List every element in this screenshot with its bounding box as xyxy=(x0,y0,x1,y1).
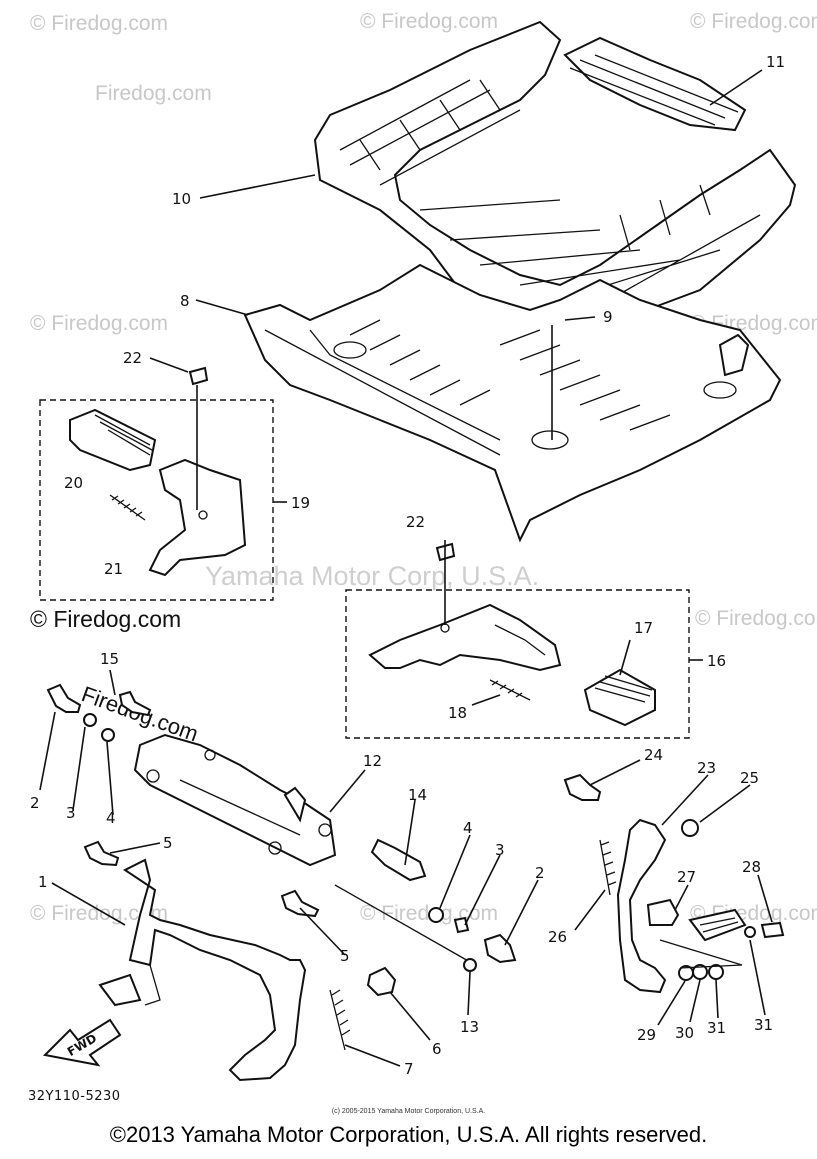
watermark-dark: © Firedog.com xyxy=(30,606,181,632)
watermark: © Firedog.com xyxy=(690,10,817,33)
fasteners-left xyxy=(46,683,152,867)
callout-22a: 22 xyxy=(123,349,142,367)
callout-2b: 2 xyxy=(535,864,545,882)
callout-1: 1 xyxy=(38,873,48,891)
callout-7: 7 xyxy=(404,1060,414,1078)
callout-5b: 5 xyxy=(340,947,350,965)
callout-23: 23 xyxy=(697,759,716,777)
callout-10: 10 xyxy=(172,190,191,208)
watermark: Firedog.com xyxy=(95,82,212,105)
watermark-center: Yamaha Motor Corp, U.S.A. xyxy=(205,561,539,591)
callout-13: 13 xyxy=(460,1018,479,1036)
watermark: © Firedog.com xyxy=(360,10,498,33)
watermark: © Firedog.com xyxy=(30,312,168,335)
copyright-footer: ©2013 Yamaha Motor Corporation, U.S.A. A… xyxy=(109,1122,708,1147)
callout-31a: 31 xyxy=(707,1019,726,1037)
main-stand xyxy=(98,858,307,1082)
callout-8: 8 xyxy=(180,292,190,310)
callout-19: 19 xyxy=(291,494,310,512)
watermark: © Firedog.com xyxy=(695,607,817,630)
callout-31b: 31 xyxy=(754,1016,773,1034)
callout-30: 30 xyxy=(675,1024,694,1042)
callout-27: 27 xyxy=(677,868,696,886)
leader-lines xyxy=(39,69,773,1067)
callout-2a: 2 xyxy=(30,794,40,812)
callout-22b: 22 xyxy=(406,513,425,531)
callout-28: 28 xyxy=(742,858,761,876)
callout-14: 14 xyxy=(408,786,427,804)
callout-25: 25 xyxy=(740,769,759,787)
floor-mat xyxy=(313,20,797,327)
floor-mat-insert xyxy=(563,36,747,132)
watermark: © Firedog.com xyxy=(30,12,168,35)
callout-9: 9 xyxy=(603,308,613,326)
callout-11: 11 xyxy=(766,53,785,71)
callout-26: 26 xyxy=(548,928,567,946)
callout-20: 20 xyxy=(64,474,83,492)
diagram-code: 32Y110-5230 xyxy=(28,1089,121,1104)
watermark: © Firedog.com xyxy=(30,902,168,925)
callout-3b: 3 xyxy=(495,841,505,859)
callout-5a: 5 xyxy=(163,834,173,852)
spring-and-bushing xyxy=(280,889,397,1051)
callout-21: 21 xyxy=(104,560,123,578)
callout-18: 18 xyxy=(448,704,467,722)
callout-24: 24 xyxy=(644,746,663,764)
callout-29: 29 xyxy=(637,1026,656,1044)
callout-15: 15 xyxy=(100,650,119,668)
main-stand-bracket xyxy=(133,733,337,867)
callout-6: 6 xyxy=(432,1040,442,1058)
callout-17: 17 xyxy=(634,619,653,637)
footrest-board xyxy=(243,263,782,543)
fwd-arrow: FWD xyxy=(42,1018,122,1067)
callout-4b: 4 xyxy=(463,819,473,837)
fasteners-right xyxy=(334,838,517,972)
callout-16: 16 xyxy=(707,652,726,670)
small-copyright: (c) 2005-2015 Yamaha Motor Corporation, … xyxy=(331,1108,486,1115)
callout-4a: 4 xyxy=(106,809,116,827)
side-stand xyxy=(563,773,785,994)
callout-labels: 10 11 8 9 22 19 20 21 22 17 16 18 15 2 3… xyxy=(30,53,785,1078)
assembly-box-16 xyxy=(345,542,690,739)
callout-12: 12 xyxy=(363,752,382,770)
assembly-box-19 xyxy=(39,366,274,601)
callout-3a: 3 xyxy=(66,804,76,822)
